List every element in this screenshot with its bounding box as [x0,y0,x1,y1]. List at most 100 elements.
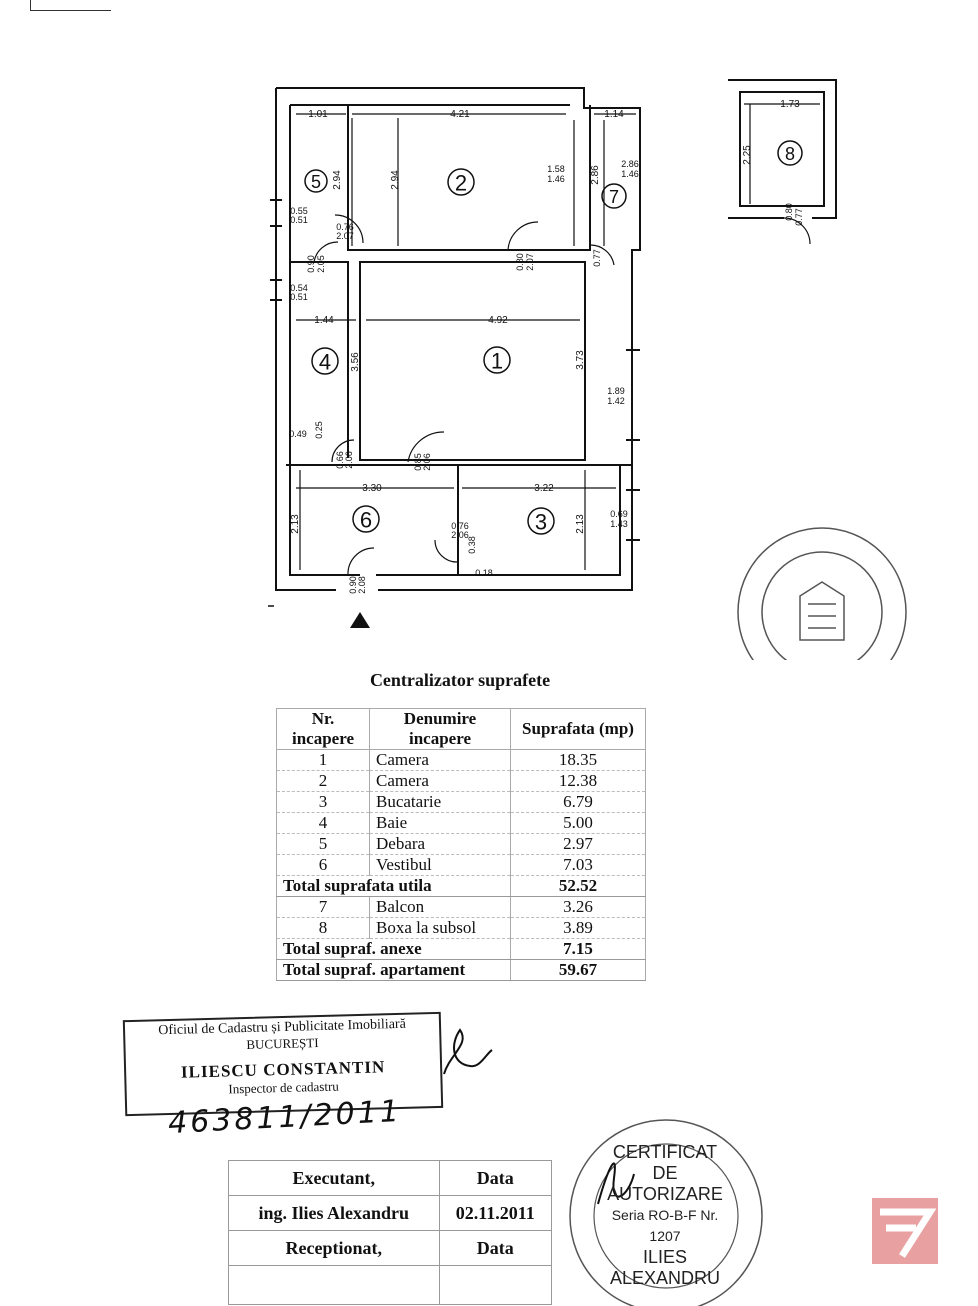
apartment-outer-wall [275,87,641,591]
door-swing-2 [507,221,539,251]
dim-label: 2.94 [332,170,343,190]
floor-plan: 1 2 3 4 5 6 7 8 1.01 4.21 1.14 1.73 2.25… [268,79,907,660]
column-header: Denumire incapere [369,708,511,750]
windows-right [626,349,640,541]
door-swing-5 [334,214,364,244]
dim-label: 0.38 [467,536,477,554]
dim-label: 1.44 [314,315,334,326]
data-label: Data [438,1160,553,1196]
row-name: Balcon [369,896,511,918]
row-nr: 4 [276,812,370,834]
row-name: Baie [369,812,511,834]
dim-label: 2.07 [336,231,354,241]
dim-label: 0.80 [784,203,794,221]
total-value: 7.15 [510,938,646,960]
room-number-4: 4 [319,350,331,375]
table-row: 5 Debara 2.97 [276,833,646,855]
empty-cell [228,1265,440,1305]
auth-line: ALEXANDRU [609,1268,721,1288]
column-header: Nr. incapere [276,708,370,750]
dim-label: 0.66 [335,451,345,469]
dim-label: 0.69 [610,509,628,519]
dim-label: 1.46 [547,174,565,184]
dim-label: 1.14 [604,109,624,120]
dim-label: 0.76 [451,521,469,531]
table-row: 2 Camera 12.38 [276,770,646,792]
total-label: Total suprafata utila [276,875,511,897]
dim-label: 2.86 [590,165,601,185]
dim-label: 2.06 [451,530,469,540]
row-nr: 8 [276,917,370,939]
total-value: 52.52 [510,875,646,897]
row-nr: 5 [276,833,370,855]
dim-label: 2.25 [742,145,753,165]
data-label: Data [438,1230,553,1266]
total-value: 59.67 [510,959,646,981]
row-nr: 7 [276,896,370,918]
row-area: 2.97 [510,833,646,855]
row-nr: 1 [276,749,370,771]
room-number-3: 3 [535,510,547,535]
dim-label: 0.18 [475,568,493,578]
dim-label: 0.51 [290,292,308,302]
table-row: 3 Bucatarie 6.79 [276,791,646,813]
room-8-outer-wall [728,79,837,219]
row-nr: 6 [276,854,370,876]
dim-label: 2.13 [575,514,586,534]
corner-logo-icon [872,1198,938,1264]
row-name: Camera [369,749,511,771]
table-row: 1 Camera 18.35 [276,749,646,771]
executant-label: Executant, [228,1160,440,1196]
page-corner [30,0,111,11]
door-swing-6 [347,547,375,576]
executant-table: Executant, Data ing. Ilies Alexandru 02.… [228,1160,553,1305]
row-name: Vestibul [369,854,511,876]
executant-date: 02.11.2011 [438,1195,553,1231]
dim-label: 2.94 [390,170,401,190]
area-summary-table: Nr. incapere Denumire incapere Suprafata… [276,708,646,981]
authorization-seal-text: CERTIFICAT DE AUTORIZARE Seria RO-B-F Nr… [598,1142,732,1289]
table-row: 6 Vestibul 7.03 [276,854,646,876]
dim-label: 0.54 [290,283,308,293]
total-anexe-row: Total supraf. anexe 7.15 [276,938,646,960]
row-name: Boxa la subsol [369,917,511,939]
row-nr: 2 [276,770,370,792]
total-utila-row: Total suprafata utila 52.52 [276,875,646,897]
receptionat-label: Receptionat, [228,1230,440,1266]
row-area: 6.79 [510,791,646,813]
room-8-inner-wall [739,91,825,207]
room-number-8: 8 [785,144,795,164]
auth-line: DE [652,1163,678,1183]
dim-label: 2.13 [290,514,301,534]
row-area: 7.03 [510,854,646,876]
room-2-wall [347,105,591,251]
summary-title: Centralizator suprafete [369,670,551,690]
door-swing-7 [589,244,615,266]
room-1-wall [359,261,586,461]
signature-icon [443,1028,493,1075]
auth-line: ILIES [642,1247,688,1267]
dim-label: 0.77 [794,208,804,226]
row-area: 18.35 [510,749,646,771]
row-name: Debara [369,833,511,855]
dim-label: 2.08 [357,576,367,594]
column-header: Suprafata (mp) [510,708,646,750]
row-nr: 3 [276,791,370,813]
dim-label: 0.77 [592,249,602,267]
dim-label: 0.25 [314,421,324,439]
row-area: 12.38 [510,770,646,792]
row-area: 5.00 [510,812,646,834]
dim-label: 1.43 [610,519,628,529]
dim-label: 4.21 [450,109,470,120]
dim-label: 4.92 [488,315,508,326]
dim-label: 0.51 [290,215,308,225]
dim-label: 0.55 [290,206,308,216]
windows-left [270,199,282,301]
door-swing-8 [783,217,811,245]
dim-label: 0.85 [413,453,423,471]
dim-label: 1.46 [621,169,639,179]
room-number-5: 5 [311,172,321,192]
ministry-seal-icon [737,527,907,660]
auth-line: AUTORIZARE [607,1184,723,1204]
dim-label: 3.56 [350,352,361,372]
